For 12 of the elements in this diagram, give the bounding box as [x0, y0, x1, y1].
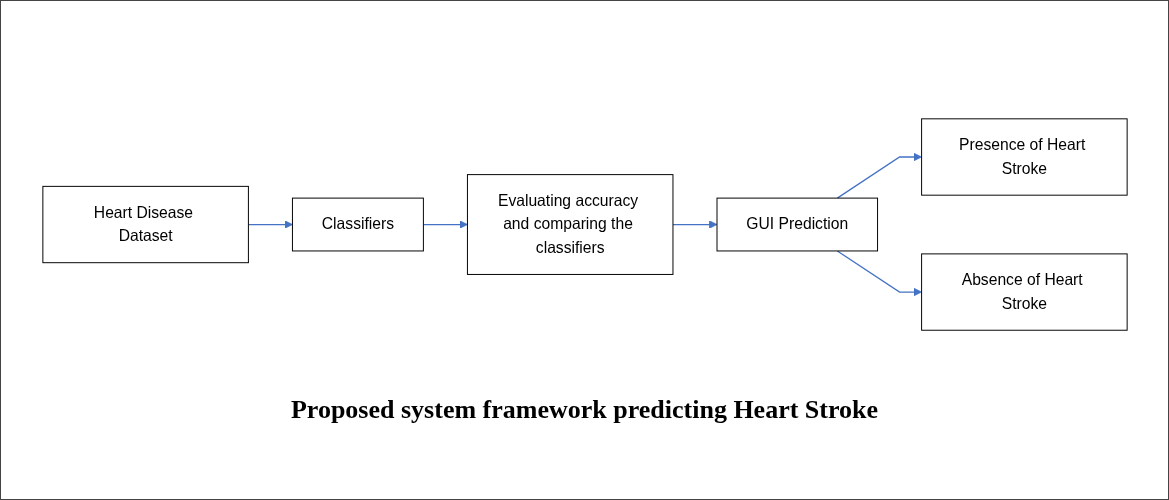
arrow [836, 250, 922, 297]
caption: Proposed system framework predicting Heart Stroke [290, 395, 879, 425]
node-box: Absence of Heart Stroke [920, 253, 1128, 332]
arrow [247, 220, 293, 230]
node-box: Evaluating accuracy and comparing the classifiers [466, 174, 673, 276]
arrow [671, 220, 717, 230]
arrow [422, 220, 468, 230]
node-box: GUI Prediction [716, 198, 878, 252]
node-box: Heart Disease Dataset [41, 186, 249, 264]
arrow [836, 153, 922, 200]
node-box: Classifiers [291, 198, 424, 252]
node-box: Presence of Heart Stroke [920, 118, 1128, 197]
